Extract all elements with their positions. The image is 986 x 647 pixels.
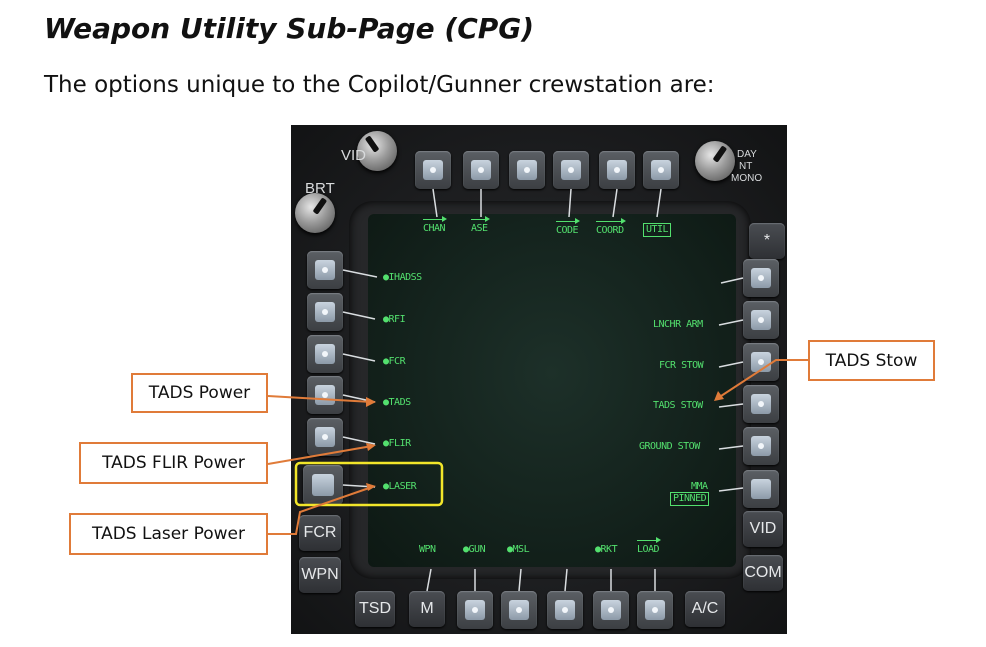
option-fcr-label: FCR bbox=[388, 356, 406, 367]
bottom-button-3[interactable] bbox=[547, 591, 583, 629]
mono-label: MONO bbox=[731, 173, 763, 184]
menu-gun[interactable]: ●GUN bbox=[463, 544, 486, 555]
top-button-5[interactable] bbox=[599, 151, 635, 189]
option-tads-label: TADS bbox=[388, 397, 412, 408]
option-ihadss[interactable]: ●IHADSS bbox=[383, 272, 423, 283]
display-screen bbox=[368, 214, 736, 567]
button-lead-lines bbox=[342, 188, 744, 592]
option-laser-label: LASER bbox=[388, 481, 417, 492]
mma-pinned-state: PINNED bbox=[670, 492, 710, 506]
option-lnchr-arm[interactable]: LNCHR ARM bbox=[653, 319, 703, 330]
callout-tads-power: TADS Power bbox=[131, 373, 268, 413]
intro-text: The options unique to the Copilot/Gunner… bbox=[44, 72, 715, 98]
option-fcr[interactable]: ●FCR bbox=[383, 356, 406, 367]
brt-knob-label: BRT bbox=[305, 180, 335, 197]
option-tads-stow[interactable]: TADS STOW bbox=[653, 400, 703, 411]
bottom-button-5[interactable] bbox=[637, 591, 673, 629]
option-rfi[interactable]: ●RFI bbox=[383, 314, 406, 325]
bottom-button-2[interactable] bbox=[501, 591, 537, 629]
left-button-1[interactable] bbox=[307, 251, 343, 289]
menu-rkt-label: RKT bbox=[600, 544, 618, 555]
option-laser[interactable]: ●LASER bbox=[383, 481, 417, 492]
bottom-button-1[interactable] bbox=[457, 591, 493, 629]
top-button-1[interactable] bbox=[415, 151, 451, 189]
right-button-2[interactable] bbox=[743, 301, 779, 339]
vid-button[interactable]: VID bbox=[743, 511, 783, 547]
vid-knob[interactable] bbox=[357, 131, 397, 171]
right-button-5[interactable] bbox=[743, 427, 779, 465]
top-button-2[interactable] bbox=[463, 151, 499, 189]
top-button-3[interactable] bbox=[509, 151, 545, 189]
brt-knob[interactable] bbox=[295, 193, 335, 233]
left-button-2[interactable] bbox=[307, 293, 343, 331]
star-button[interactable]: * bbox=[749, 223, 785, 259]
top-button-4[interactable] bbox=[553, 151, 589, 189]
callout-tads-flir-power: TADS FLIR Power bbox=[79, 442, 268, 484]
m-button[interactable]: M bbox=[409, 591, 445, 627]
menu-chan[interactable]: CHAN bbox=[423, 216, 448, 234]
callout-tads-laser-power: TADS Laser Power bbox=[69, 513, 268, 555]
menu-ase[interactable]: ASE bbox=[471, 216, 490, 234]
left-button-3[interactable] bbox=[307, 335, 343, 373]
menu-msl-label: MSL bbox=[512, 544, 530, 555]
section-heading: Weapon Utility Sub-Page (CPG) bbox=[44, 12, 535, 45]
option-rfi-label: RFI bbox=[388, 314, 406, 325]
menu-coord[interactable]: COORD bbox=[596, 218, 626, 236]
option-mma[interactable]: MMA bbox=[691, 481, 708, 492]
wpn-button[interactable]: WPN bbox=[299, 557, 341, 593]
ac-button[interactable]: A/C bbox=[685, 591, 725, 627]
option-tads[interactable]: ●TADS bbox=[383, 397, 412, 408]
bottom-button-4[interactable] bbox=[593, 591, 629, 629]
option-ihadss-label: IHADSS bbox=[388, 272, 423, 283]
option-fcr-stow[interactable]: FCR STOW bbox=[659, 360, 704, 371]
menu-wpn[interactable]: WPN bbox=[419, 544, 436, 555]
day-label: DAY bbox=[737, 149, 757, 160]
callout-tads-stow: TADS Stow bbox=[808, 340, 935, 381]
menu-gun-label: GUN bbox=[468, 544, 486, 555]
option-flir-label: FLIR bbox=[388, 438, 412, 449]
menu-rkt[interactable]: ●RKT bbox=[595, 544, 618, 555]
menu-code[interactable]: CODE bbox=[556, 218, 581, 236]
menu-load[interactable]: LOAD bbox=[637, 537, 662, 555]
right-button-1[interactable] bbox=[743, 259, 779, 297]
menu-util[interactable]: UTIL bbox=[643, 223, 672, 237]
top-button-6[interactable] bbox=[643, 151, 679, 189]
vid-knob-label: VID bbox=[341, 147, 367, 164]
nt-label: NT bbox=[739, 161, 753, 172]
mode-knob[interactable] bbox=[695, 141, 735, 181]
mpd-panel-photo: VID BRT DAY NT MONO * VID COM FCR WPN TS… bbox=[291, 125, 787, 634]
menu-msl[interactable]: ●MSL bbox=[507, 544, 530, 555]
tsd-button[interactable]: TSD bbox=[355, 591, 395, 627]
option-flir[interactable]: ●FLIR bbox=[383, 438, 412, 449]
com-button[interactable]: COM bbox=[743, 555, 783, 591]
right-button-6[interactable] bbox=[743, 470, 779, 508]
option-ground-stow[interactable]: GROUND STOW bbox=[639, 441, 700, 452]
